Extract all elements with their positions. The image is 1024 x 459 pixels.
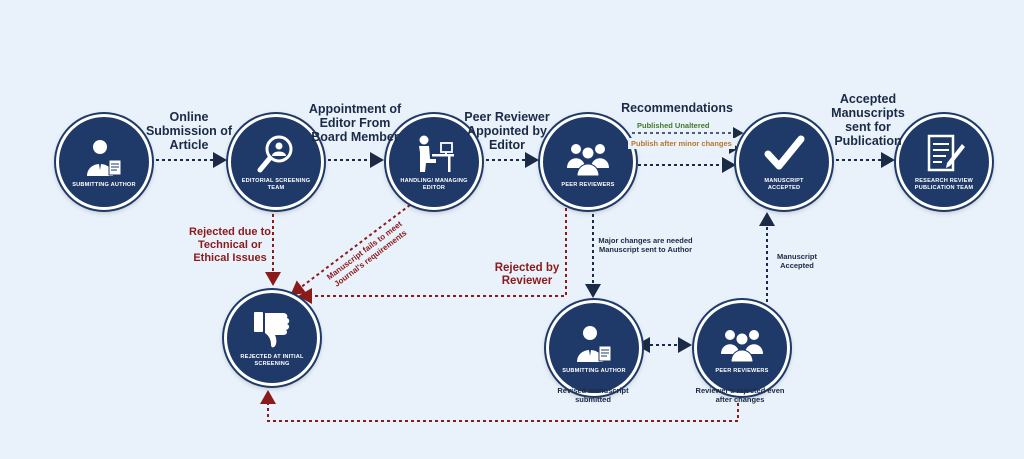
- label-rejected-reviewer: Rejected by Reviewer: [494, 262, 560, 287]
- label-online-submission: Online Submission of Article: [145, 110, 233, 152]
- node-manuscript-accepted: MANUSCRIPT ACCEPTED: [736, 114, 832, 210]
- author-icon: [577, 325, 612, 362]
- checkmark-icon: [764, 135, 805, 170]
- label-manuscript-accepted-small: Manuscript Accepted: [776, 252, 817, 270]
- node-label: PEER REVIEWERS: [561, 181, 615, 188]
- thumbs-down-icon: [254, 312, 290, 348]
- node-label: REJECTED AT INITIAL SCREENING: [240, 354, 304, 367]
- node-peer-reviewers-second: PEER REVIEWERS: [694, 300, 790, 396]
- desk-editor-icon: [419, 135, 454, 172]
- node-label: SUBMITTING AUTHOR: [562, 367, 626, 374]
- label-rejected-technical: Rejected due to Technical or Ethical Iss…: [189, 226, 271, 264]
- label-appointment-editor: Appointment of Editor From Board Member: [308, 102, 402, 144]
- node-handling-editor: HANDLING/ MANAGING EDITOR: [386, 114, 482, 210]
- label-published-unaltered: Published Unaltered: [634, 120, 713, 131]
- node-submitting-author: SUBMITTING AUTHOR: [56, 114, 152, 210]
- magnifier-user-icon: [257, 135, 293, 173]
- node-label: PEER REVIEWERS: [715, 367, 769, 374]
- node-label: HANDLING/ MANAGING EDITOR: [400, 178, 468, 191]
- label-revised-submitted: Revised manuscript submitted: [557, 386, 629, 404]
- arrow-rejected-reviewer: [298, 208, 567, 304]
- arrow-fails-requirements: [290, 204, 411, 296]
- node-label: SUBMITTING AUTHOR: [72, 181, 136, 188]
- node-rejected-initial: REJECTED AT INITIAL SCREENING: [224, 290, 320, 386]
- arrow-rejected-after-changes: [260, 390, 739, 422]
- label-reviewers-rejected: Reviewer's rejected even after changes: [695, 386, 785, 404]
- group-icon: [721, 329, 763, 362]
- node-submitting-author-revised: SUBMITTING AUTHOR: [546, 300, 642, 396]
- node-label: RESEARCH REVIEW PUBLICATION TEAM: [914, 178, 974, 191]
- node-research-review: RESEARCH REVIEW PUBLICATION TEAM: [896, 114, 992, 210]
- node-label: EDITORIAL SCREENING TEAM: [241, 178, 311, 191]
- label-peer-reviewer-appointed: Peer Reviewer Appointed by Editor: [464, 110, 550, 152]
- node-editorial-screening: EDITORIAL SCREENING TEAM: [228, 114, 324, 210]
- author-icon: [87, 139, 122, 176]
- document-pen-icon: [927, 134, 965, 172]
- node-peer-reviewers: PEER REVIEWERS: [540, 114, 636, 210]
- label-publish-minor: Publish after minor changes: [628, 138, 735, 149]
- label-recommendations: Recommendations: [621, 101, 733, 115]
- label-major-changes: Major changes are needed Manuscript sent…: [598, 236, 693, 254]
- label-accepted-sent: Accepted Manuscripts sent for Publicatio…: [831, 92, 905, 148]
- group-icon: [567, 143, 609, 176]
- node-label: MANUSCRIPT ACCEPTED: [764, 178, 804, 191]
